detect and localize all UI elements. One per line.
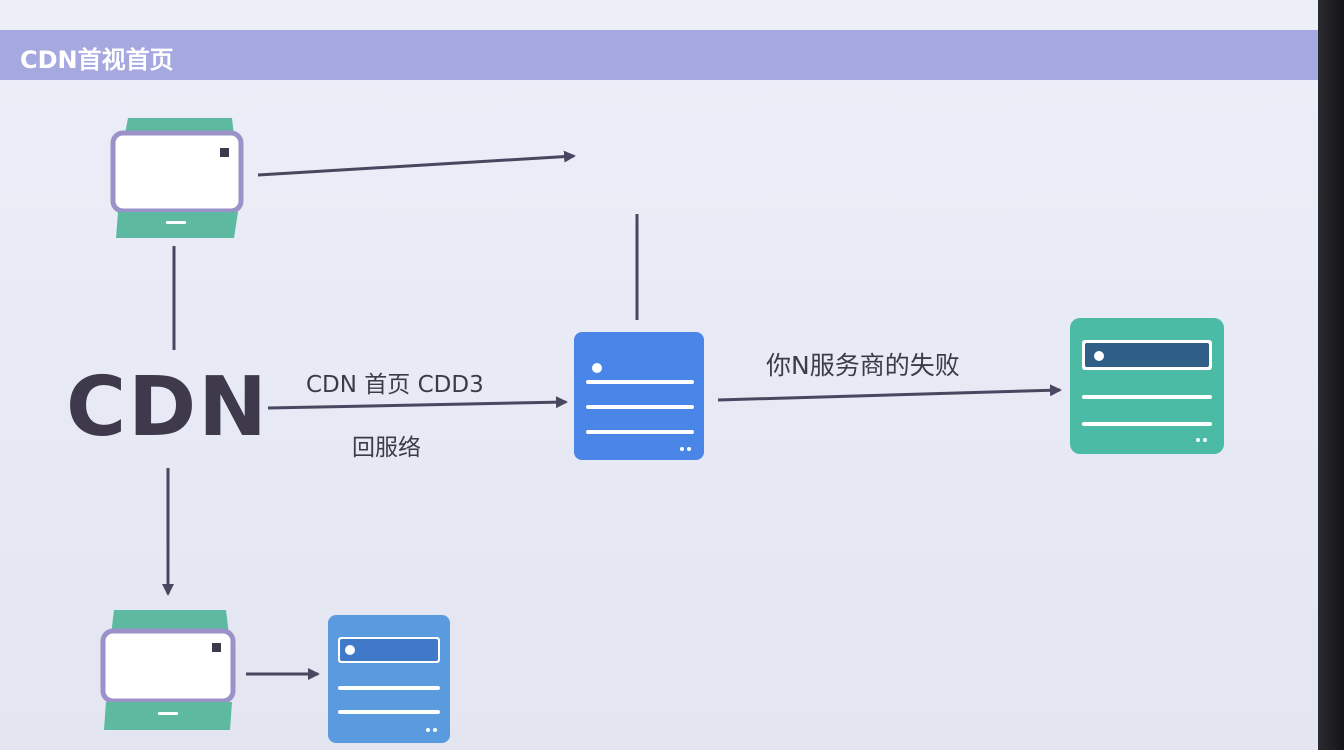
slide-title-bar: CDN首视首页 — [0, 30, 1318, 80]
edge-label-cdn-server-bottom: 回服络 — [352, 435, 421, 461]
cdn-node-label: CDN — [66, 360, 269, 455]
cache-server-icon — [328, 615, 450, 743]
client-laptop-top-icon — [110, 118, 244, 238]
edge-label-server-origin: 你N服务商的失败 — [766, 351, 960, 380]
arrow-client-top-to-right — [257, 150, 576, 177]
client-laptop-bottom-icon — [100, 610, 236, 730]
origin-server-icon — [1070, 318, 1224, 454]
slide-title: CDN首视首页 — [20, 46, 174, 74]
arrow-server-to-origin — [717, 384, 1062, 402]
edge-server-icon — [574, 332, 704, 460]
edge-label-cdn-server-top: CDN 首页 CDD3 — [306, 372, 484, 398]
arrow-cdn-to-server — [267, 396, 568, 410]
monitor-bezel — [1318, 0, 1344, 750]
